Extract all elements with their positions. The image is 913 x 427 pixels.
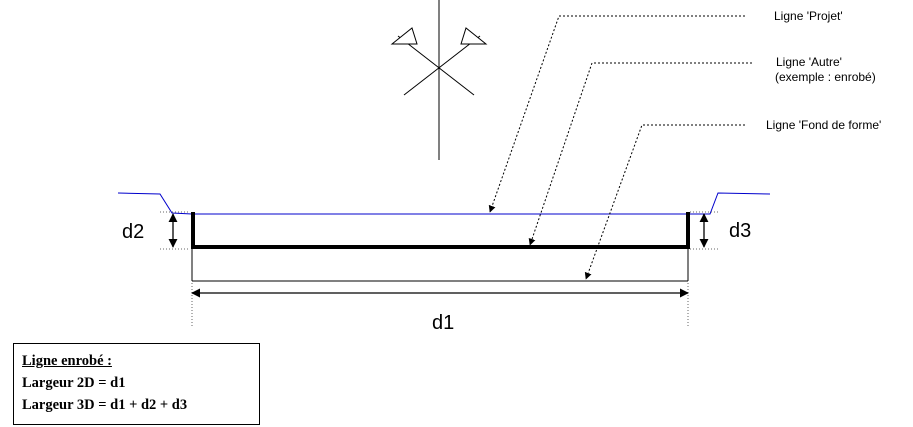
dim-label-d1: d1: [432, 312, 455, 334]
dim-label-d3: d3: [729, 220, 752, 242]
terrain-line: [117, 192, 771, 215]
legend-box: Ligne enrobé : Largeur 2D = d1 Largeur 3…: [13, 343, 260, 425]
label-autre: Ligne 'Autre': [776, 55, 842, 69]
legend-title: Ligne enrobé :: [22, 353, 112, 369]
label-leaders: [488, 15, 752, 280]
legend-line-3d: Largeur 3D = d1 + d2 + d3: [22, 397, 188, 413]
label-fond-de-forme: Ligne 'Fond de forme': [766, 118, 882, 132]
autre-line: [191, 212, 690, 249]
north-arrow-icon: [390, 0, 488, 160]
label-autre-example: (exemple : enrobé): [775, 70, 876, 84]
legend-line-2d: Largeur 2D = d1: [22, 375, 126, 391]
projet-leader: [488, 15, 745, 213]
dim-label-d2: d2: [122, 221, 145, 243]
extension-lines: [160, 211, 720, 328]
fond-de-forme-line: [191, 248, 689, 282]
fond-leader: [584, 124, 745, 280]
autre-leader: [528, 62, 752, 246]
label-projet: Ligne 'Projet': [774, 9, 843, 23]
